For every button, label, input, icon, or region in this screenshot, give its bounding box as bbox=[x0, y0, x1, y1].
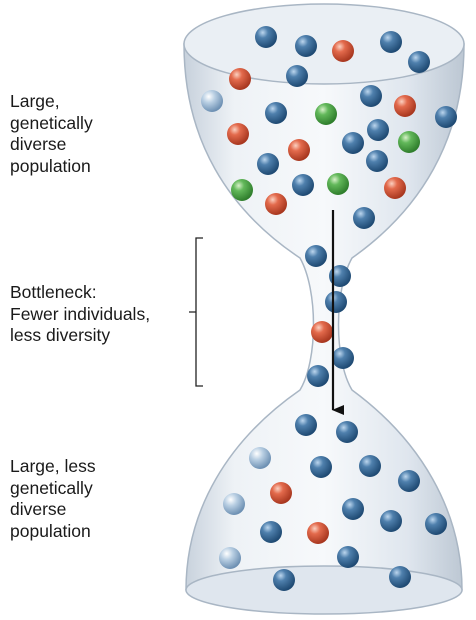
allele-blue bbox=[389, 566, 411, 588]
allele-blue bbox=[359, 455, 381, 477]
allele-blue bbox=[310, 456, 332, 478]
allele-pale bbox=[219, 547, 241, 569]
allele-blue bbox=[295, 35, 317, 57]
bottom-rim bbox=[186, 566, 462, 614]
allele-blue bbox=[342, 132, 364, 154]
allele-blue bbox=[360, 85, 382, 107]
allele-green bbox=[231, 179, 253, 201]
allele-red bbox=[229, 68, 251, 90]
allele-red bbox=[288, 139, 310, 161]
allele-red bbox=[270, 482, 292, 504]
allele-blue bbox=[260, 521, 282, 543]
allele-blue bbox=[353, 207, 375, 229]
allele-blue bbox=[398, 470, 420, 492]
allele-pale bbox=[223, 493, 245, 515]
allele-blue bbox=[305, 245, 327, 267]
allele-blue bbox=[255, 26, 277, 48]
allele-blue bbox=[337, 546, 359, 568]
allele-blue bbox=[286, 65, 308, 87]
allele-green bbox=[398, 131, 420, 153]
allele-red bbox=[265, 193, 287, 215]
allele-red bbox=[394, 95, 416, 117]
allele-green bbox=[327, 173, 349, 195]
allele-blue bbox=[367, 119, 389, 141]
allele-pale bbox=[201, 90, 223, 112]
allele-blue bbox=[425, 513, 447, 535]
allele-red bbox=[227, 123, 249, 145]
allele-red bbox=[307, 522, 329, 544]
allele-red bbox=[332, 40, 354, 62]
hourglass-glass bbox=[184, 4, 464, 614]
allele-blue bbox=[257, 153, 279, 175]
allele-blue bbox=[380, 31, 402, 53]
allele-blue bbox=[332, 347, 354, 369]
allele-blue bbox=[342, 498, 364, 520]
allele-blue bbox=[366, 150, 388, 172]
allele-blue bbox=[435, 106, 457, 128]
allele-green bbox=[315, 103, 337, 125]
allele-blue bbox=[273, 569, 295, 591]
allele-red bbox=[384, 177, 406, 199]
allele-blue bbox=[265, 102, 287, 124]
allele-blue bbox=[292, 174, 314, 196]
bottleneck-bracket bbox=[189, 238, 203, 386]
allele-blue bbox=[336, 421, 358, 443]
allele-pale bbox=[249, 447, 271, 469]
allele-blue bbox=[295, 414, 317, 436]
allele-red bbox=[311, 321, 333, 343]
allele-blue bbox=[307, 365, 329, 387]
allele-blue bbox=[325, 291, 347, 313]
allele-blue bbox=[408, 51, 430, 73]
allele-blue bbox=[380, 510, 402, 532]
